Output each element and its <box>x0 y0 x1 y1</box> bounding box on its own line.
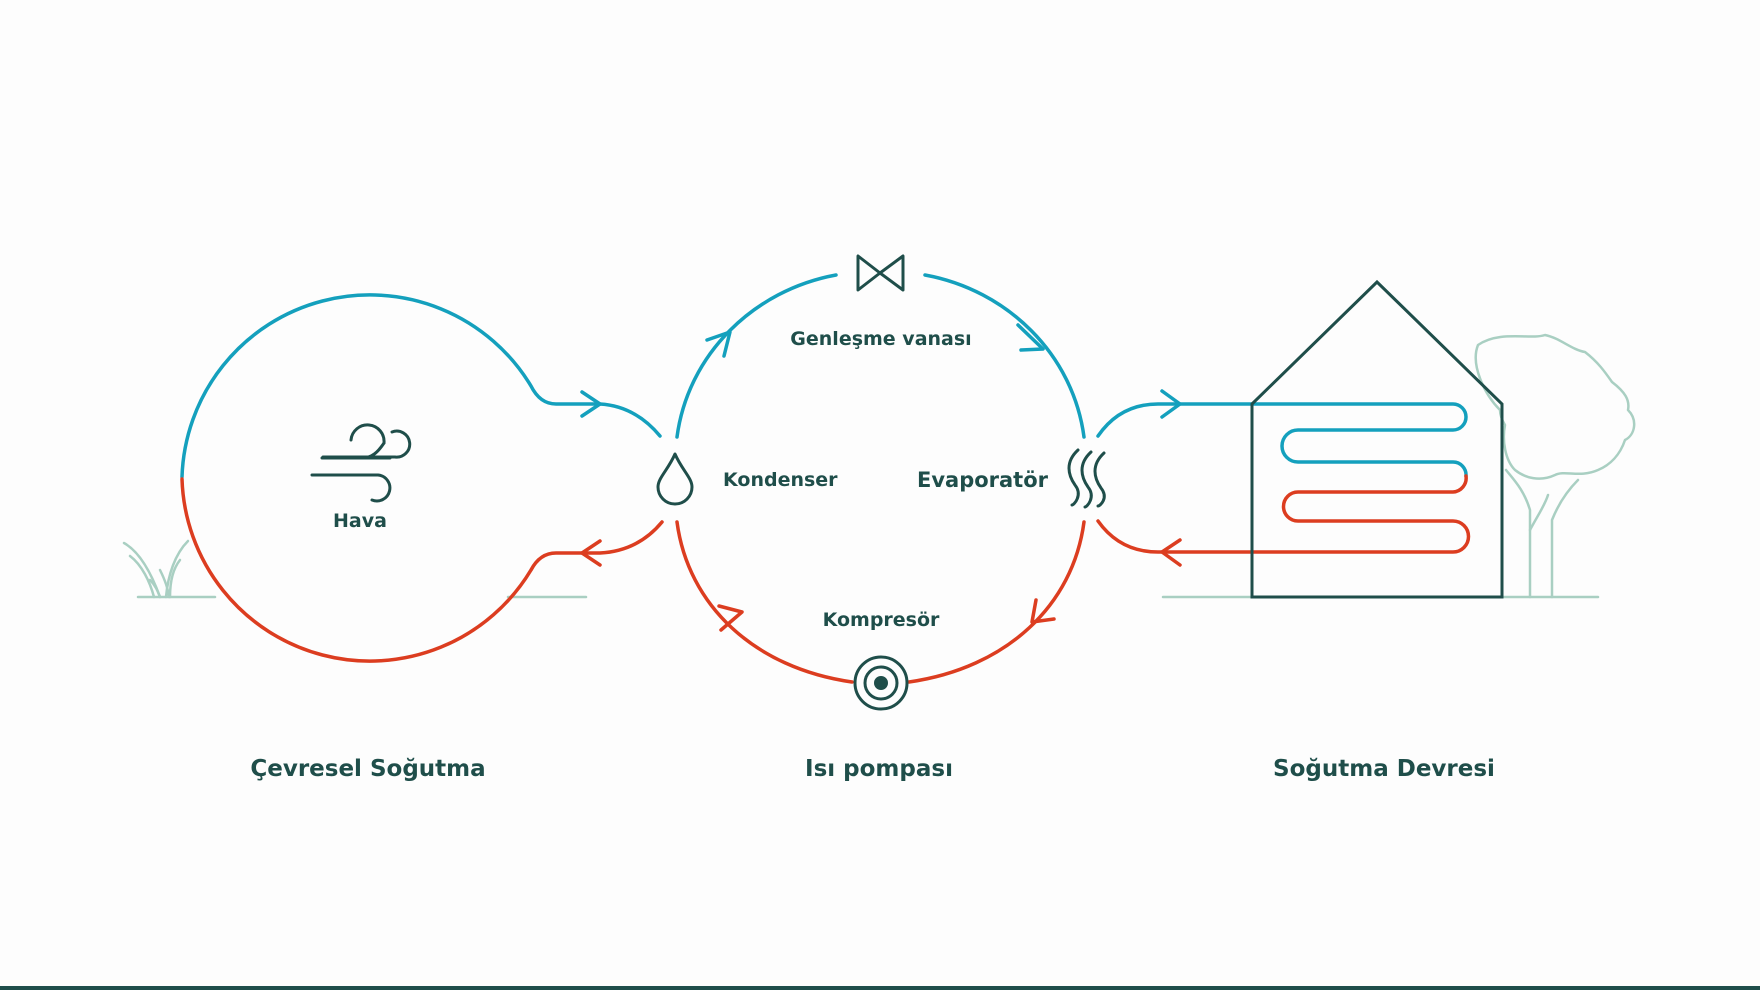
compressor-icon <box>853 655 909 711</box>
arrow-head <box>1030 598 1056 624</box>
cooling-circuit-cold-line <box>1096 402 1468 478</box>
droplet-icon <box>656 452 694 506</box>
evaporator-label: Evaporatör <box>917 468 1049 492</box>
heat-pump-cold-line <box>675 273 838 439</box>
arrow-head <box>1016 323 1045 352</box>
environmental-cooling-title: Çevresel Soğutma <box>250 756 485 782</box>
air-label: Hava <box>333 510 387 532</box>
cooling-circuit-hot-line <box>1096 474 1471 554</box>
heat-pump-loop <box>675 273 1086 684</box>
landscape <box>122 333 1636 599</box>
wind-icon <box>310 423 412 503</box>
compressor-label: Kompresör <box>823 609 940 631</box>
heat-pump-hot-line <box>675 520 854 684</box>
environment-loop <box>180 293 664 663</box>
bottom-accent-bar <box>0 986 1760 990</box>
heat-pump-hot-line <box>907 520 1086 684</box>
arrow-head <box>580 539 602 567</box>
cooling-circuit <box>1096 389 1471 567</box>
arrow-head <box>1160 538 1182 567</box>
environment-cold-line <box>180 293 662 479</box>
tree-icon <box>1474 333 1636 599</box>
cooling-circuit-title: Soğutma Devresi <box>1273 756 1495 782</box>
valve-icon <box>856 254 905 292</box>
environment-hot-line <box>180 477 664 663</box>
grass-icon <box>122 539 190 599</box>
expansion-valve-label: Genleşme vanası <box>790 328 971 350</box>
arrow-head <box>580 390 602 418</box>
house-icon <box>1250 279 1504 599</box>
condenser-label: Kondenser <box>723 469 838 491</box>
heat-pump-cold-line <box>923 273 1086 439</box>
arrow-head <box>1160 389 1182 419</box>
heat-pump-title: Isı pompası <box>805 756 953 782</box>
heat-waves-icon <box>1067 448 1106 509</box>
arrow-head <box>705 330 732 358</box>
arrow-head <box>717 604 744 632</box>
